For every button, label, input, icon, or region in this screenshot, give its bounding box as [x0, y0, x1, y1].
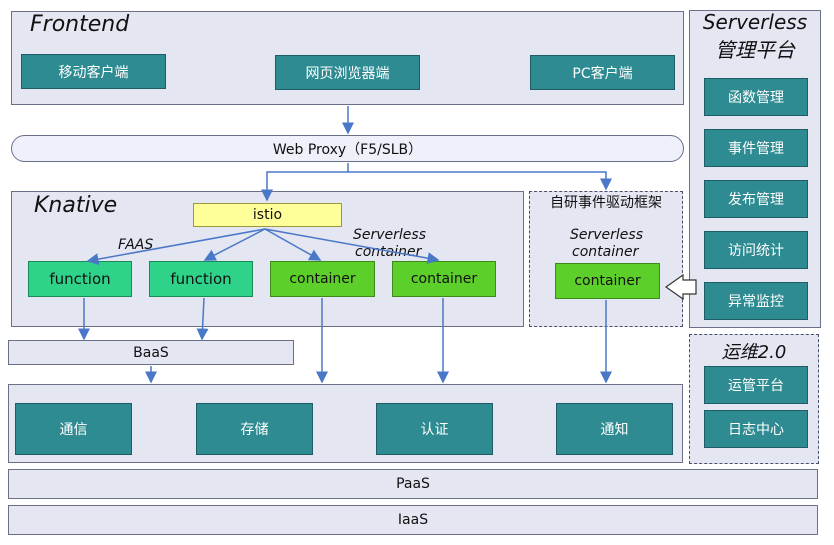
- platform-item-exception-monitor[interactable]: 异常监控: [704, 282, 808, 320]
- service-notification[interactable]: 通知: [556, 403, 673, 455]
- knative-serverless-label: Serverless: [353, 227, 427, 243]
- baas-bar: BaaS: [8, 340, 294, 365]
- istio-box[interactable]: istio: [193, 203, 342, 227]
- platform-panel: [689, 10, 821, 328]
- frontend-title: Frontend: [30, 12, 130, 37]
- client-pc[interactable]: PC客户端: [530, 55, 675, 90]
- container-box-2[interactable]: container: [392, 261, 496, 297]
- client-mobile[interactable]: 移动客户端: [21, 54, 166, 89]
- self-dev-container-box[interactable]: container: [555, 263, 660, 299]
- platform-item-access-stats[interactable]: 访问统计: [704, 231, 808, 269]
- arrow-proxy-to-selfdev: [348, 171, 612, 191]
- container-box-1[interactable]: container: [270, 261, 375, 297]
- self-dev-container-label: container: [572, 244, 639, 260]
- function-box-2[interactable]: function: [149, 261, 253, 297]
- function-box-1[interactable]: function: [28, 261, 132, 297]
- platform-title-line1: Serverless: [702, 10, 808, 34]
- self-dev-title: 自研事件驱动框架: [550, 195, 662, 211]
- arrow-function-2-to-baas: [196, 297, 209, 341]
- web-proxy-bar: Web Proxy（F5/SLB）: [11, 135, 684, 162]
- hollow-arrow-platform-to-selfdev: [664, 273, 697, 301]
- arrow-istio-to-function-2: [203, 228, 266, 261]
- arrow-istio-to-container-2: [264, 228, 440, 265]
- platform-item-event-mgmt[interactable]: 事件管理: [704, 129, 808, 167]
- iaas-bar: IaaS: [8, 505, 818, 535]
- ops-item-log-center[interactable]: 日志中心: [704, 410, 808, 448]
- platform-item-release-mgmt[interactable]: 发布管理: [704, 180, 808, 218]
- service-communication[interactable]: 通信: [15, 403, 132, 455]
- self-dev-serverless-label: Serverless: [570, 227, 644, 243]
- platform-item-function-mgmt[interactable]: 函数管理: [704, 78, 808, 116]
- arrow-istio-to-container-1: [264, 228, 322, 261]
- service-auth[interactable]: 认证: [376, 403, 493, 455]
- knative-title: Knative: [34, 193, 118, 218]
- faas-label: FAAS: [118, 237, 154, 253]
- platform-title-line2: 管理平台: [715, 38, 795, 62]
- client-web[interactable]: 网页浏览器端: [275, 55, 420, 90]
- paas-bar: PaaS: [8, 469, 818, 499]
- ops-item-mgmt-platform[interactable]: 运管平台: [704, 366, 808, 404]
- arrow-proxy-to-istio: [261, 163, 349, 202]
- service-storage[interactable]: 存储: [196, 403, 313, 455]
- arrow-istio-to-function-1: [86, 228, 266, 266]
- ops-title: 运维2.0: [721, 342, 787, 363]
